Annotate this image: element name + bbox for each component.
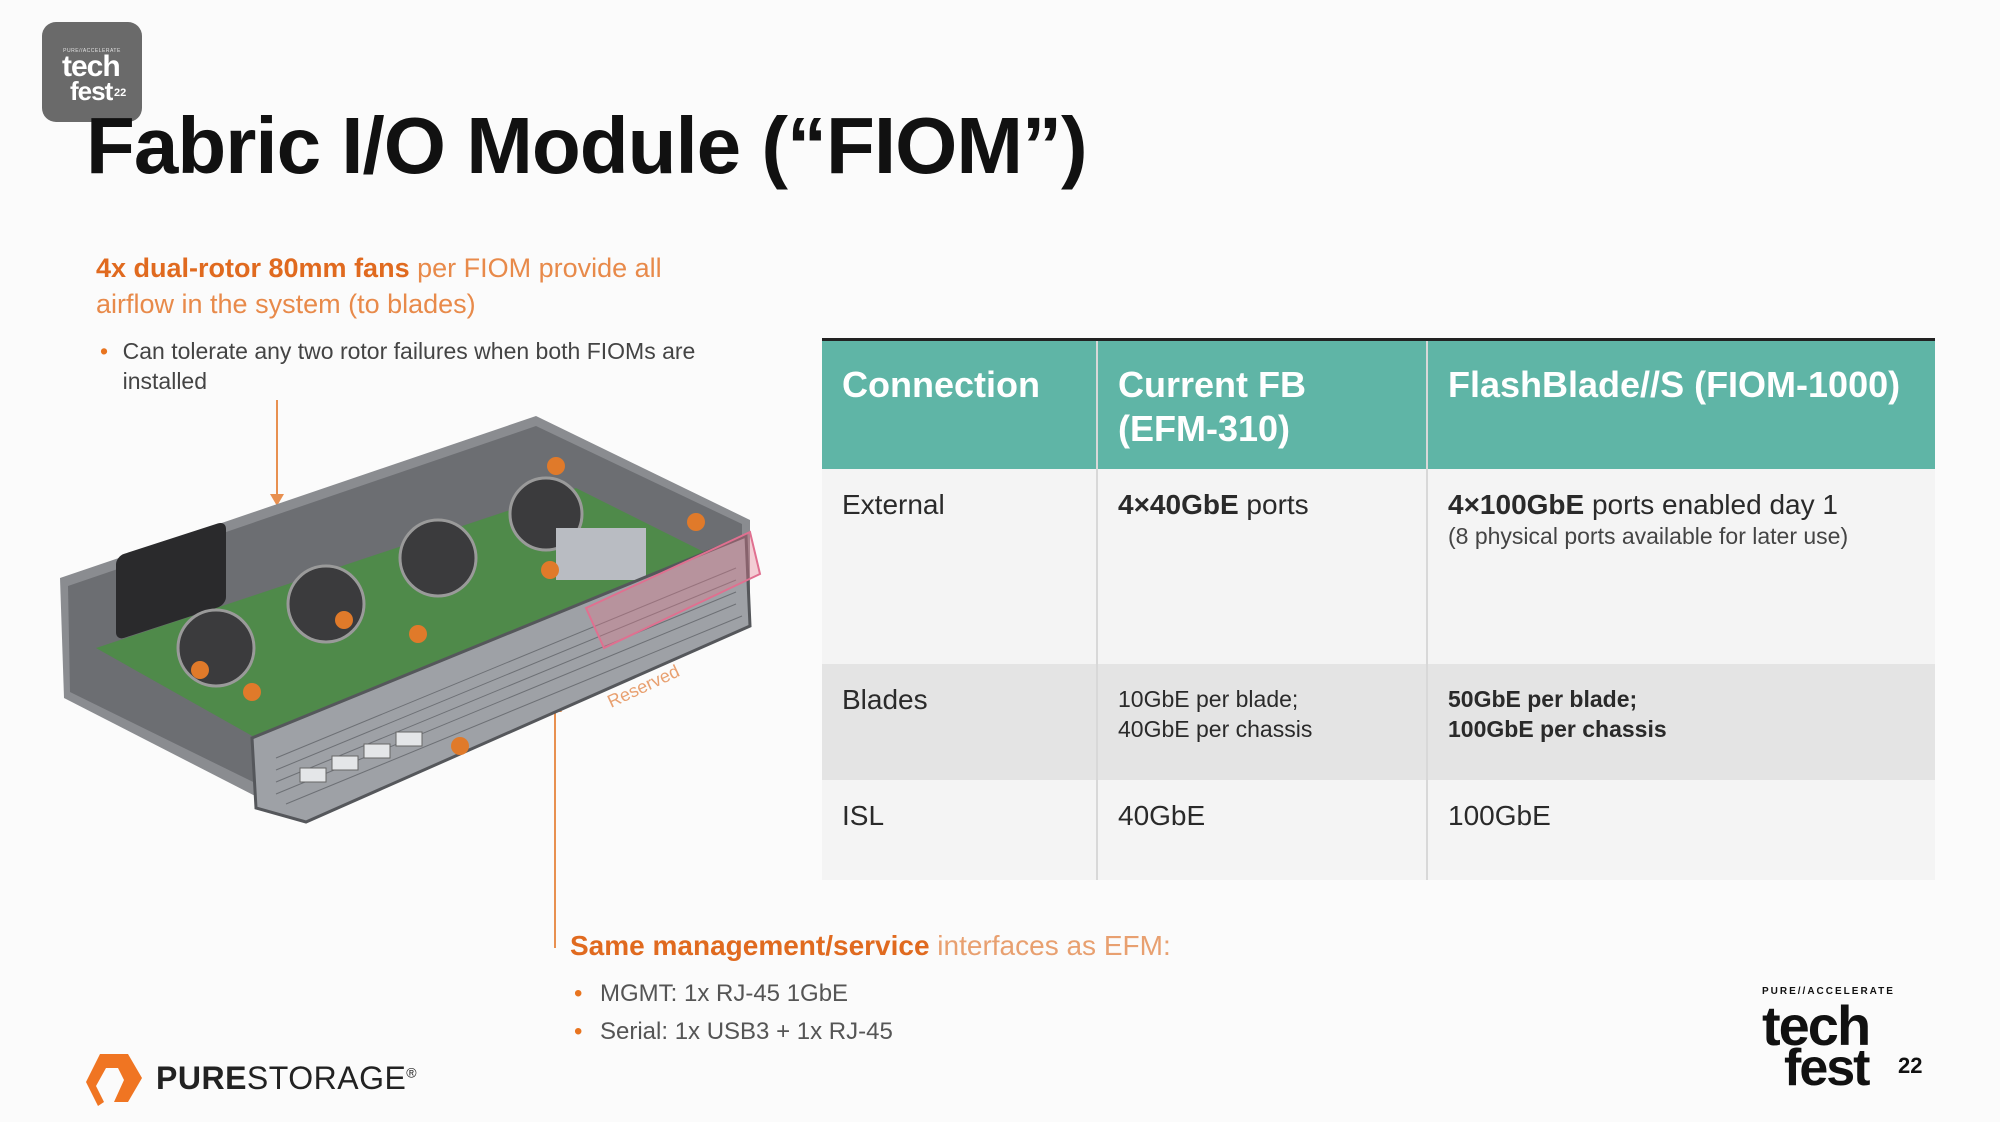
bullet-dot-icon: • (100, 338, 109, 364)
cell-new-blades: 50GbE per blade; 100GbE per chassis (1426, 664, 1935, 780)
fan-note-bold: 4x dual-rotor 80mm fans (96, 253, 410, 283)
current-external-rest: ports (1238, 489, 1309, 520)
heatsink (556, 528, 646, 580)
cell-new-external: 4×100GbE ports enabled day 1 (8 physical … (1426, 469, 1935, 664)
port-2 (331, 755, 359, 771)
reserved-area (584, 530, 762, 650)
header-connection: Connection (822, 339, 1097, 469)
mgmt-item-text: MGMT: 1x RJ-45 1GbE (600, 980, 849, 1007)
new-external-rest: ports enabled day 1 (1584, 489, 1838, 520)
fan-note-rest: per FIOM provide all airflow in the syst… (96, 253, 662, 319)
pure-storage-wordmark: PURESTORAGE® (156, 1060, 417, 1097)
cell-new-isl: 100GbE (1426, 780, 1935, 880)
current-blades-line2: 40GbE per chassis (1118, 716, 1313, 742)
header-flashblade-s: FlashBlade//S (FIOM-1000) (1426, 339, 1935, 469)
techfest-logo-icon: PURE//ACCELERATE tech fest 22 (1740, 986, 1930, 1106)
mgmt-note-rest: interfaces as EFM: (929, 930, 1171, 961)
badge-word-fest: fest (70, 76, 113, 106)
fan-1-rotor-icon (176, 608, 256, 688)
brand-word-tech: tech (1762, 994, 1871, 1057)
row-label: Blades (822, 664, 1097, 780)
brand-caption: PURE//ACCELERATE (1762, 986, 1895, 997)
table-header-row: Connection Current FB (EFM-310) FlashBla… (822, 339, 1935, 469)
fan-bullet-text: Can tolerate any two rotor failures when… (122, 338, 696, 394)
new-blades-line1: 50GbE per blade; (1448, 686, 1638, 712)
new-blades-line2: 100GbE per chassis (1448, 716, 1667, 742)
pure-wordmark-bold: PURE (156, 1060, 247, 1096)
mgmt-note-bold: Same management/service (570, 930, 930, 961)
new-external-bold: 4×100GbE (1448, 489, 1585, 520)
port-3 (363, 743, 391, 759)
port-1 (299, 767, 327, 783)
slide-title: Fabric I/O Module (“FIOM”) (86, 101, 1088, 190)
mgmt-arrow-line (554, 712, 556, 948)
badge-caption: PURE//ACCELERATE (63, 48, 121, 54)
mgmt-item: • MGMT: 1x RJ-45 1GbE (574, 980, 848, 1008)
port-4 (395, 731, 423, 747)
mgmt-item-text: Serial: 1x USB3 + 1x RJ-45 (600, 1018, 893, 1045)
table-row-blades: Blades 10GbE per blade; 40GbE per chassis… (822, 664, 1935, 780)
cell-current-external: 4×40GbE ports (1096, 469, 1427, 664)
current-external-bold: 4×40GbE (1118, 489, 1239, 520)
grille-pattern (275, 567, 743, 805)
fan-note-bullet: • Can tolerate any two rotor failures whe… (100, 336, 700, 396)
bullet-dot-icon: • (574, 1018, 583, 1045)
row-label: ISL (822, 780, 1097, 880)
mount-points (191, 457, 705, 755)
fan-1 (116, 522, 226, 639)
spec-table: Connection Current FB (EFM-310) FlashBla… (822, 338, 1935, 880)
new-external-note: (8 physical ports available for later us… (1448, 523, 1849, 549)
cell-current-blades: 10GbE per blade; 40GbE per chassis (1096, 664, 1427, 780)
fan-2-rotor-icon (286, 564, 366, 644)
fan-note: 4x dual-rotor 80mm fans per FIOM provide… (96, 250, 736, 322)
row-label: External (822, 469, 1097, 664)
fiom-hardware-illustration: Reserved (60, 416, 762, 824)
port-group (299, 731, 423, 783)
badge-word-tech: tech (62, 50, 121, 83)
header-current-fb: Current FB (EFM-310) (1096, 339, 1427, 469)
cell-current-isl: 40GbE (1096, 780, 1427, 880)
fan-arrow-line (276, 400, 278, 496)
badge-year: 22 (114, 87, 127, 99)
event-badge-icon: PURE//ACCELERATE tech fest 22 (42, 22, 142, 122)
table-row-isl: ISL 40GbE 100GbE (822, 780, 1935, 880)
current-blades-line1: 10GbE per blade; (1118, 686, 1299, 712)
brand-year: 22 (1898, 1053, 1923, 1078)
pure-storage-logo-icon (86, 1054, 142, 1106)
brand-word-fest: fest (1784, 1039, 1870, 1097)
fan-3-rotor-icon (398, 518, 478, 598)
pure-wordmark-rest: STORAGE (246, 1060, 407, 1096)
bullet-dot-icon: • (574, 980, 583, 1007)
mgmt-item: • Serial: 1x USB3 + 1x RJ-45 (574, 1018, 893, 1046)
pure-wordmark-registered: ® (406, 1064, 418, 1081)
table-row-external: External 4×40GbE ports 4×100GbE ports en… (822, 469, 1935, 664)
mgmt-note: Same management/service interfaces as EF… (570, 930, 1171, 962)
